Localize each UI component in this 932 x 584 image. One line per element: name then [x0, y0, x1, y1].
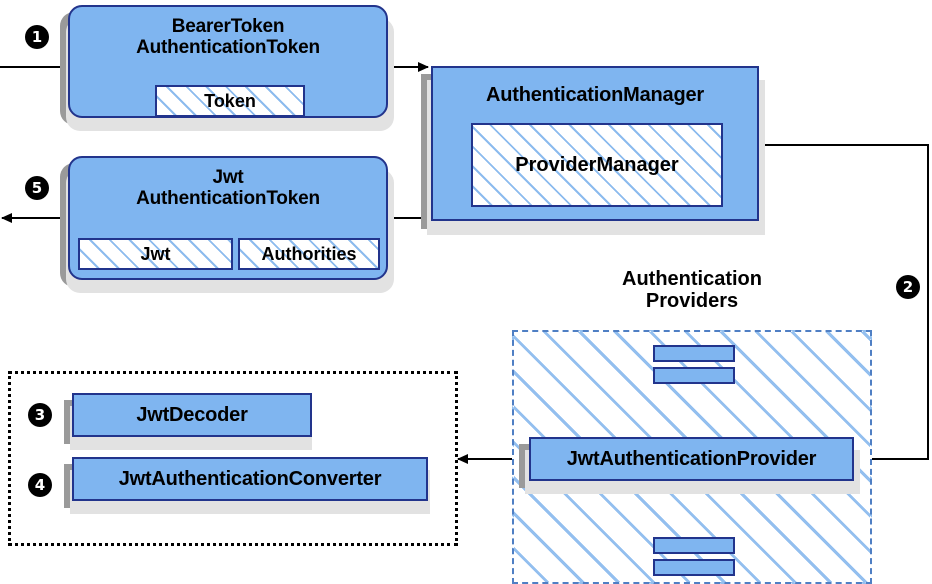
node-jwt-authentication-provider[interactable]: JwtAuthenticationProvider: [529, 437, 854, 481]
provider-bar-bottom-1: [653, 537, 735, 554]
badge-step-1: 1: [25, 25, 49, 49]
slot-token[interactable]: Token: [155, 85, 305, 117]
node-jwt-authentication-converter[interactable]: JwtAuthenticationConverter: [72, 457, 428, 501]
node-jwt-authentication-converter-title: JwtAuthenticationConverter: [118, 467, 382, 490]
node-jwt-decoder[interactable]: JwtDecoder: [72, 393, 312, 437]
provider-bar-top-1: [653, 345, 735, 362]
node-jwt-authentication-provider-title: JwtAuthenticationProvider: [566, 447, 817, 470]
badge-step-5: 5: [25, 176, 49, 200]
slot-jwt[interactable]: Jwt: [78, 238, 233, 270]
node-bearer-token-authentication-token[interactable]: BearerToken AuthenticationToken Token: [68, 5, 388, 118]
node-bearer-token-title: BearerToken AuthenticationToken: [136, 16, 320, 59]
node-jwt-token-title: Jwt AuthenticationToken: [136, 167, 320, 210]
node-jwt-decoder-title: JwtDecoder: [136, 403, 248, 426]
provider-bar-top-2: [653, 367, 735, 384]
badge-step-4: 4: [28, 473, 52, 497]
region-jwt-support: [8, 371, 458, 546]
badge-step-2: 2: [896, 275, 920, 299]
region-authentication-providers-label: Authentication Providers: [622, 268, 762, 313]
slot-authorities[interactable]: Authorities: [238, 238, 380, 270]
node-authentication-manager[interactable]: AuthenticationManager ProviderManager: [431, 66, 759, 221]
badge-step-3: 3: [28, 403, 52, 427]
node-jwt-authentication-token[interactable]: Jwt AuthenticationToken Jwt Authorities: [68, 156, 388, 280]
slot-provider-manager[interactable]: ProviderManager: [471, 123, 723, 207]
provider-bar-bottom-2: [653, 559, 735, 576]
node-authentication-manager-title: AuthenticationManager: [485, 84, 705, 106]
